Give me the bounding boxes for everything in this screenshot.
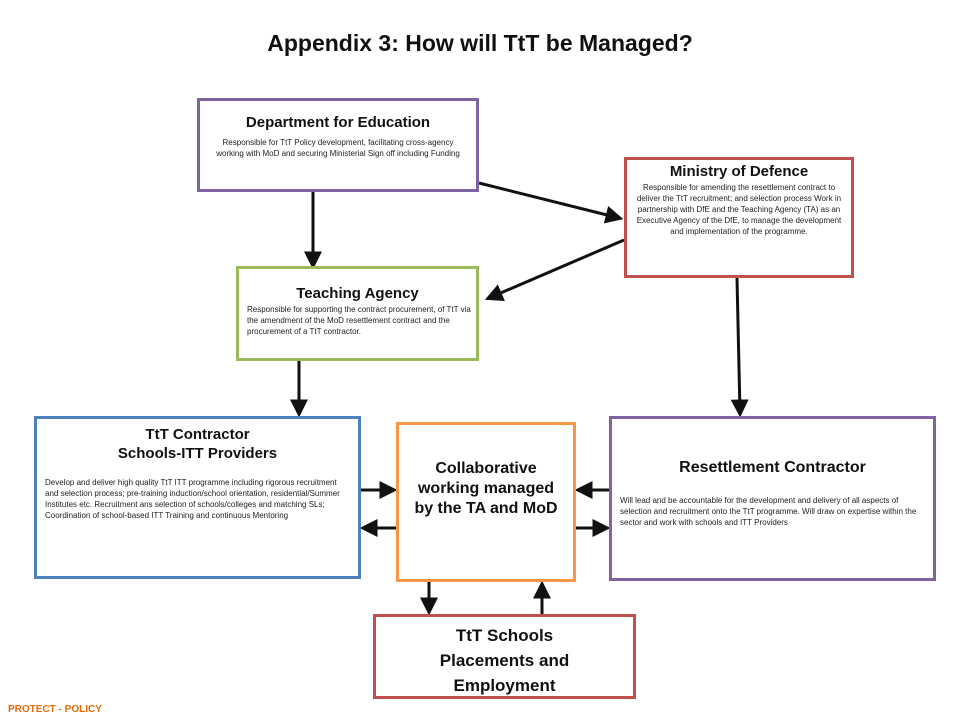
- mod-heading: Ministry of Defence: [669, 163, 809, 180]
- ttt-contractor-heading: TtT Contractor Schools-ITT Providers: [37, 425, 358, 463]
- dfe-heading: Department for Education: [245, 114, 431, 131]
- ttt-schools-box: TtT Schools Placements and Employment: [373, 614, 636, 699]
- arrow-mod-to-ta: [484, 238, 625, 301]
- resettlement-contractor-description: Will lead and be accountable for the dev…: [620, 496, 917, 527]
- arrow-dfe-to-mod: [478, 181, 624, 224]
- protective-marking-label: PROTECT - POLICY: [8, 704, 102, 715]
- resettlement-contractor-box: Resettlement Contractor Will lead and be…: [609, 416, 936, 581]
- dfe-description: Responsible for TtT Policy development, …: [216, 138, 460, 158]
- dfe-box: Department for Education Responsible for…: [197, 98, 479, 192]
- collaborative-working-box: Collaborative working managed by the TA …: [396, 422, 576, 582]
- resettlement-contractor-heading: Resettlement Contractor: [679, 459, 866, 476]
- teaching-agency-box: Teaching Agency Responsible for supporti…: [236, 266, 479, 361]
- ttt-schools-heading-line2: Placements and: [439, 651, 570, 670]
- arrow-mod-to-resettlement: [730, 277, 749, 418]
- ttt-contractor-heading-line1: TtT Contractor: [145, 426, 250, 443]
- page-title: Appendix 3: How will TtT be Managed?: [267, 30, 693, 56]
- mod-box: Ministry of Defence Responsible for amen…: [624, 157, 854, 278]
- ttt-contractor-description: Develop and deliver high quality TtT ITT…: [45, 478, 340, 520]
- ttt-schools-heading-line1: TtT Schools: [455, 626, 554, 645]
- ttt-contractor-box: TtT Contractor Schools-ITT Providers Dev…: [34, 416, 361, 579]
- ttt-schools-heading: TtT Schools Placements and Employment: [376, 623, 633, 696]
- mod-description: Responsible for amending the resettlemen…: [636, 183, 842, 236]
- ttt-contractor-heading-line2: Schools-ITT Providers: [117, 445, 278, 462]
- collaborative-working-heading: Collaborative working managed by the TA …: [414, 460, 558, 517]
- teaching-agency-heading: Teaching Agency: [296, 285, 419, 302]
- teaching-agency-description: Responsible for supporting the contract …: [247, 305, 471, 336]
- ttt-schools-heading-line3: Employment: [453, 676, 556, 695]
